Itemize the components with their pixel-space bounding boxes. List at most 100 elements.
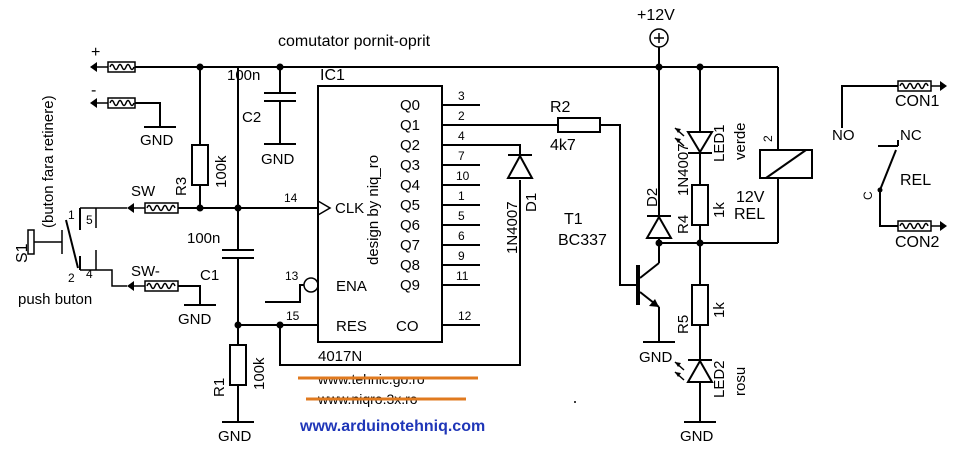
ic-res: RES: [336, 318, 367, 335]
r5-value: 1k: [711, 302, 728, 318]
r3-resistor: [191, 144, 209, 186]
con1-label: CON1: [895, 93, 940, 110]
t1-value: BC337: [558, 232, 607, 249]
r1-resistor: [229, 344, 247, 386]
q1-label: Q1: [400, 117, 420, 134]
ic-ref: IC1: [320, 67, 345, 84]
q1-output: Q1 2: [400, 109, 558, 134]
q3-output: Q3 7: [400, 149, 480, 174]
plus-label: +: [91, 44, 100, 61]
junction-dot: [696, 63, 704, 71]
gnd-label: GND: [261, 151, 295, 168]
c2-value: 100n: [227, 67, 260, 84]
q6-label: Q6: [400, 217, 420, 234]
nc-label: NC: [900, 127, 922, 144]
con2-connector-icon: [897, 220, 947, 232]
con2-label: CON2: [895, 234, 940, 251]
d2-diode-icon: [645, 214, 673, 239]
relay-voltage: 12V: [736, 189, 765, 206]
t1-ref: T1: [564, 211, 583, 228]
q7-label: Q7: [400, 237, 420, 254]
q0-label: Q0: [400, 97, 420, 114]
rel-label: REL: [900, 172, 931, 189]
d1-value: 1N4007: [504, 201, 521, 254]
gnd-label: GND: [140, 132, 174, 149]
relay-switch-arm: [879, 149, 897, 191]
r2-ref: R2: [550, 99, 571, 116]
pin-15: 15: [286, 309, 300, 323]
c1-value: 100n: [187, 230, 220, 247]
switch-pin-1: 1: [68, 208, 75, 222]
led2-color: rosu: [732, 367, 749, 396]
ic-part: 4017N: [318, 348, 362, 365]
pin-12: 12: [458, 309, 472, 323]
q9-pin: 11: [456, 269, 469, 283]
d1-diode-icon: [506, 153, 534, 179]
q4-output: Q4 10: [400, 169, 480, 194]
ena-inverter-bubble-icon: [303, 277, 319, 293]
clk-pin-marker-icon: [317, 200, 332, 216]
q5-output: Q5 1: [400, 189, 480, 214]
no-label: NO: [832, 127, 855, 144]
q5-label: Q5: [400, 197, 420, 214]
led2-ref: LED2: [711, 360, 728, 398]
junction-dot: [234, 321, 242, 329]
junction-dot: [696, 239, 704, 247]
junction-dot: [196, 63, 204, 71]
pin-13: 13: [285, 269, 299, 283]
ic-clk: CLK: [335, 200, 364, 217]
led1-icon: [674, 127, 714, 154]
r4-ref: R4: [675, 215, 692, 234]
q6-output: Q6 5: [400, 209, 480, 234]
gnd-label: GND: [218, 428, 252, 445]
junction-dot: [655, 63, 663, 71]
minus-wire: [135, 102, 161, 127]
supply-terminal-icon: [649, 28, 669, 48]
gnd-label: GND: [680, 428, 714, 445]
t1-transistor-icon: [636, 262, 660, 308]
switch-note: (buton fara retinere): [40, 95, 57, 228]
stray-dot: [574, 401, 576, 403]
push-button-icon: [27, 208, 81, 270]
r5-resistor: [691, 284, 709, 326]
r1-value: 100k: [251, 357, 268, 390]
r2-to-base-wire: [600, 124, 638, 286]
reset-feedback-wire: [279, 180, 521, 366]
q0-pin: 3: [458, 89, 465, 103]
sw-minus-wire-in: [100, 269, 127, 287]
relay-coil-pin: 2: [761, 135, 775, 142]
q0-output: Q0 3: [400, 89, 480, 114]
con1-connector-icon: [897, 80, 947, 92]
ic-ena: ENA: [336, 278, 367, 295]
q5-pin: 1: [458, 189, 465, 203]
minus-input-connector-icon: [90, 97, 136, 109]
q3-pin: 7: [458, 149, 465, 163]
q9-label: Q9: [400, 277, 420, 294]
sw-label: SW: [131, 183, 156, 200]
q3-label: Q3: [400, 157, 420, 174]
ic-body: [317, 85, 443, 343]
no-wire: [841, 85, 898, 128]
d1-ref: D1: [523, 193, 540, 212]
q7-output: Q7 6: [400, 229, 480, 254]
c-label: C: [861, 191, 875, 200]
c2-ref: C2: [242, 109, 261, 126]
gnd-label: GND: [639, 349, 673, 366]
d2-value: 1N4007: [675, 143, 692, 196]
q8-pin: 9: [458, 249, 465, 263]
switch-caption: push buton: [18, 291, 92, 308]
r2-resistor: [557, 117, 601, 133]
switch-pin-2: 2: [68, 271, 75, 285]
q4-label: Q4: [400, 177, 420, 194]
sw-minus-to-gnd: [178, 285, 201, 305]
d2-ref: D2: [644, 188, 661, 207]
website-link-3[interactable]: www.arduinotehniq.com: [299, 418, 485, 435]
led1-color: verde: [732, 122, 749, 160]
pin-14: 14: [284, 191, 298, 205]
switch-pin-5: 5: [86, 213, 93, 227]
r5-ref: R5: [675, 315, 692, 334]
q9-output: Q9 11: [400, 269, 480, 294]
switch-ref: S1: [14, 243, 31, 263]
circuit-title: comutator pornit-oprit: [278, 33, 431, 50]
